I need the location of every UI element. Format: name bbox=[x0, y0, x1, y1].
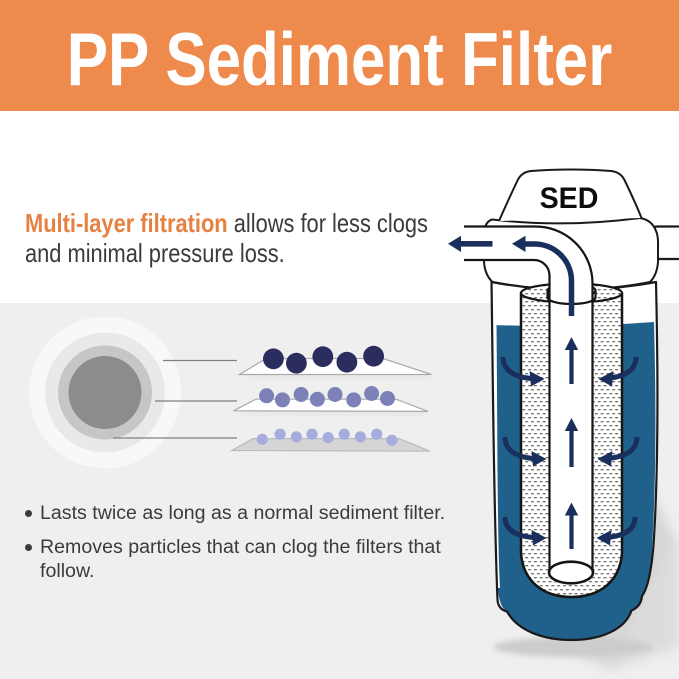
svg-text:SED: SED bbox=[540, 183, 599, 215]
